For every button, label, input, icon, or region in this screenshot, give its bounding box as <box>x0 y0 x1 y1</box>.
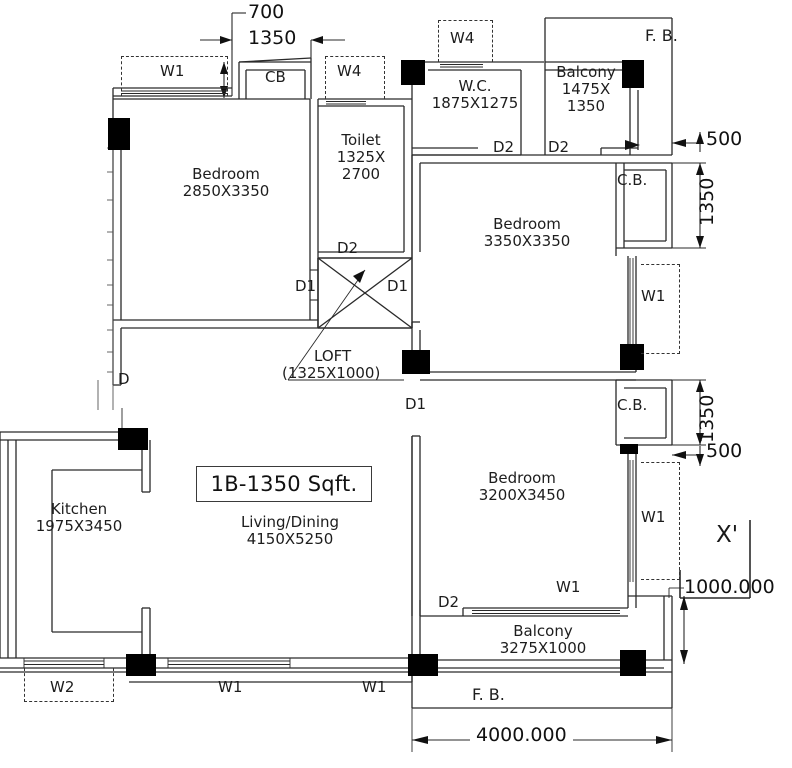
door-label-d1-loft-left: D1 <box>295 277 317 295</box>
dimension-500-lower: 500 <box>706 440 743 462</box>
window-label-w1-right-1: W1 <box>641 287 666 305</box>
room-name: Bedroom <box>493 215 561 233</box>
window-label-w1-bottom-2: W1 <box>362 678 387 696</box>
column-right-mid <box>620 444 638 454</box>
room-size: 2850X3350 <box>182 181 270 200</box>
room-name: Balcony <box>556 63 616 81</box>
window-label-w2: W2 <box>50 678 75 696</box>
door-label-d2-wc: D2 <box>493 138 515 156</box>
window-extent-w4-toilet <box>325 56 385 99</box>
dimension-700: 700 <box>248 1 285 23</box>
column-living-bottom <box>408 654 438 676</box>
window-label-w4-toilet: W4 <box>337 62 362 80</box>
room-name: LOFT <box>314 347 352 365</box>
column-balcony1-right <box>622 60 644 88</box>
door-label-d1-bottom: D1 <box>405 395 427 413</box>
window-label-w1-balcony: W1 <box>556 578 581 596</box>
room-label-bedroom-2: Bedroom 3350X3350 <box>466 216 588 250</box>
column-bedroom2-bottom-left <box>402 350 430 374</box>
room-label-kitchen: Kitchen 1975X3450 <box>20 501 138 535</box>
column-bedroom2-bottom-right <box>620 344 644 370</box>
dimension-4000: 4000.000 <box>470 724 573 747</box>
room-size: 1475X <box>561 79 611 98</box>
cupboard-label-cb-right-1: C.B. <box>617 171 648 189</box>
room-name: Bedroom <box>192 165 260 183</box>
room-size: 4150X5250 <box>246 529 334 548</box>
window-label-w1-bottom-1: W1 <box>218 678 243 696</box>
window-label-w1-right-2: W1 <box>641 508 666 526</box>
section-marker-label: X' <box>716 522 739 548</box>
door-label-d2-balcony: D2 <box>548 138 570 156</box>
room-size-2: 1350 <box>566 96 606 115</box>
dimension-1000: 1000.000 <box>684 576 775 598</box>
label-fb-bottom: F. B. <box>472 685 505 704</box>
window-label-w1-top: W1 <box>160 62 185 80</box>
window-extent-w1-right-upper <box>641 264 680 354</box>
area-title-box: 1B-1350 Sqft. <box>196 466 372 502</box>
room-label-bedroom-3: Bedroom 3200X3450 <box>462 470 582 504</box>
label-fb-top: F. B. <box>645 26 678 45</box>
window-extent-w1-top <box>121 56 228 96</box>
column-bedroom1-left <box>108 118 130 150</box>
room-size: (1325X1000) <box>282 363 381 382</box>
door-label-d1-loft-right: D1 <box>387 277 409 295</box>
window-label-w4-wc: W4 <box>450 29 475 47</box>
room-label-bedroom-1: Bedroom 2850X3350 <box>166 166 286 200</box>
room-size: 3200X3450 <box>478 485 566 504</box>
door-label-d2-toilet: D2 <box>337 239 359 257</box>
room-name: Balcony <box>513 622 573 640</box>
room-size: 1975X3450 <box>35 516 123 535</box>
dimension-1350-right-lower: 1350 <box>696 394 718 443</box>
room-label-balcony-1: Balcony 1475X 1350 <box>546 64 626 114</box>
room-size: 1325X <box>336 147 386 166</box>
room-size: 1875X1275 <box>431 93 519 112</box>
column-kitchen-top <box>118 428 148 450</box>
room-name: Kitchen <box>50 500 108 518</box>
dimension-500-upper: 500 <box>706 128 743 150</box>
column-balcony2-right <box>620 650 646 676</box>
dimension-1350-right-upper: 1350 <box>696 177 718 226</box>
cupboard-label-cb-top: CB <box>265 68 286 86</box>
room-size-2: 2700 <box>341 164 381 183</box>
room-name: W.C. <box>458 77 492 95</box>
window-extent-w1-right-lower <box>641 462 680 580</box>
room-size: 3350X3350 <box>483 231 571 250</box>
room-label-balcony-2: Balcony 3275X1000 <box>484 623 602 657</box>
room-label-wc: W.C. 1875X1275 <box>414 78 536 112</box>
window-extent-w2 <box>24 668 114 702</box>
room-size: 3275X1000 <box>499 638 587 657</box>
door-label-d-left: D <box>118 370 130 388</box>
room-name: Bedroom <box>488 469 556 487</box>
room-label-loft: LOFT (1325X1000) <box>282 348 402 382</box>
cupboard-label-cb-right-2: C.B. <box>617 396 648 414</box>
room-label-toilet: Toilet 1325X 2700 <box>322 132 400 182</box>
room-label-living-dining: Living/Dining 4150X5250 <box>224 514 356 548</box>
door-label-d2-bedroom3: D2 <box>438 593 460 611</box>
column-kitchen-bottom <box>126 654 156 676</box>
room-name: Toilet <box>341 131 381 149</box>
dimension-1350-top: 1350 <box>248 27 297 49</box>
window-extent-w4-wc <box>438 20 493 62</box>
column-wc-left <box>401 60 425 85</box>
room-name: Living/Dining <box>240 513 340 531</box>
